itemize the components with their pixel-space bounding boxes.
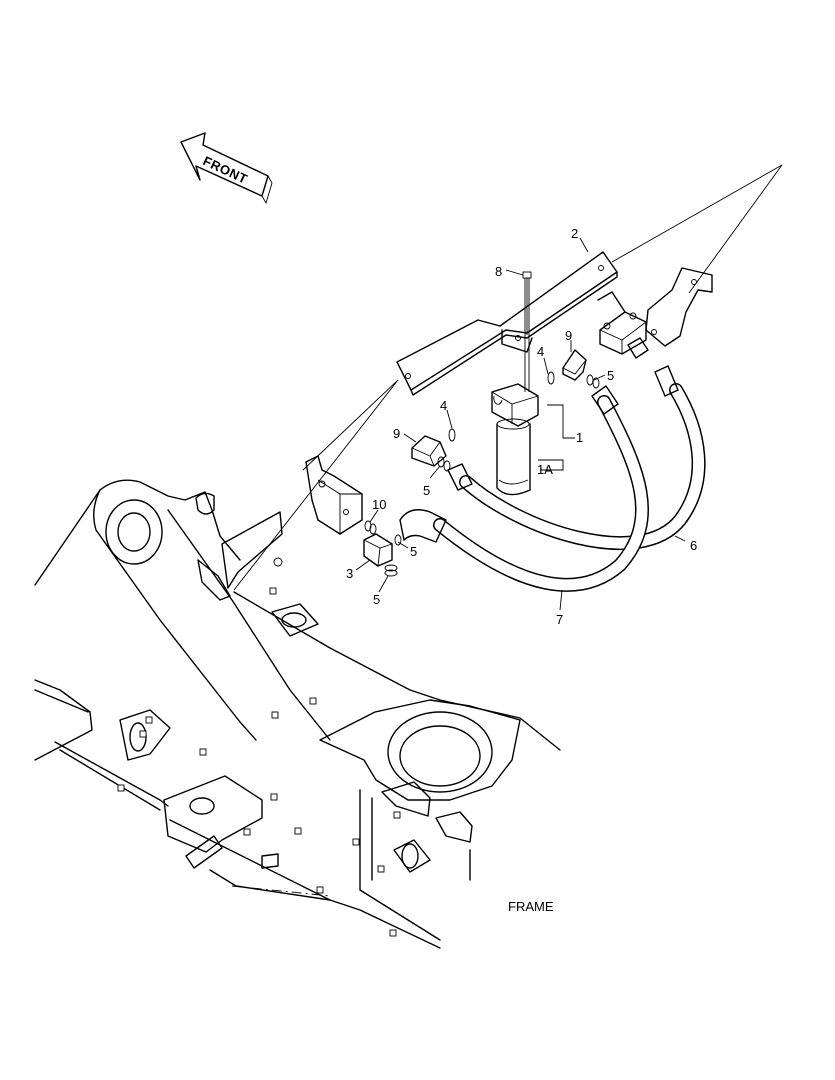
valve-block-right — [597, 267, 713, 359]
hydraulic-filter — [491, 383, 539, 496]
callout-filter-assembly: 1 — [576, 430, 583, 445]
adapter-fitting — [363, 533, 402, 577]
callout-numbers: 1 1A 2 3 4 4 5 5 5 5 6 7 8 9 9 10 — [346, 226, 697, 627]
callout-elbow-left: 9 — [393, 426, 400, 441]
callout-oring-left: 4 — [440, 398, 447, 413]
callout-oring-fitting-upper: 5 — [607, 368, 614, 383]
callout-elbow-upper: 9 — [565, 328, 572, 343]
callout-bracket: 2 — [571, 226, 578, 241]
callout-hose-7: 7 — [556, 612, 563, 627]
filter-bracket — [396, 251, 618, 396]
callout-leaders — [355, 237, 686, 611]
valve-block-left — [305, 455, 377, 535]
callout-oring-adapter: 5 — [373, 592, 380, 607]
frame-bolt-heads — [117, 587, 401, 937]
hydraulic-hoses — [399, 365, 706, 592]
callout-adapter: 3 — [346, 566, 353, 581]
elbow-fitting-upper — [547, 349, 600, 389]
callout-oring-upper: 4 — [537, 344, 544, 359]
callout-oring-elbow: 5 — [410, 544, 417, 559]
front-arrow-label: FRONT — [201, 153, 250, 187]
machine-frame — [34, 479, 561, 949]
callout-filter-element: 1A — [537, 462, 553, 477]
callout-hose-6: 6 — [690, 538, 697, 553]
bracket-bolt — [522, 271, 532, 392]
leader-lines — [233, 164, 783, 591]
callout-oring-filter-left: 5 — [423, 483, 430, 498]
callout-fitting-10: 10 — [372, 497, 386, 512]
front-arrow: FRONT — [180, 132, 273, 205]
section-label: FRAME — [508, 899, 554, 914]
callout-bolt: 8 — [495, 264, 502, 279]
elbow-fitting-left — [411, 428, 456, 472]
